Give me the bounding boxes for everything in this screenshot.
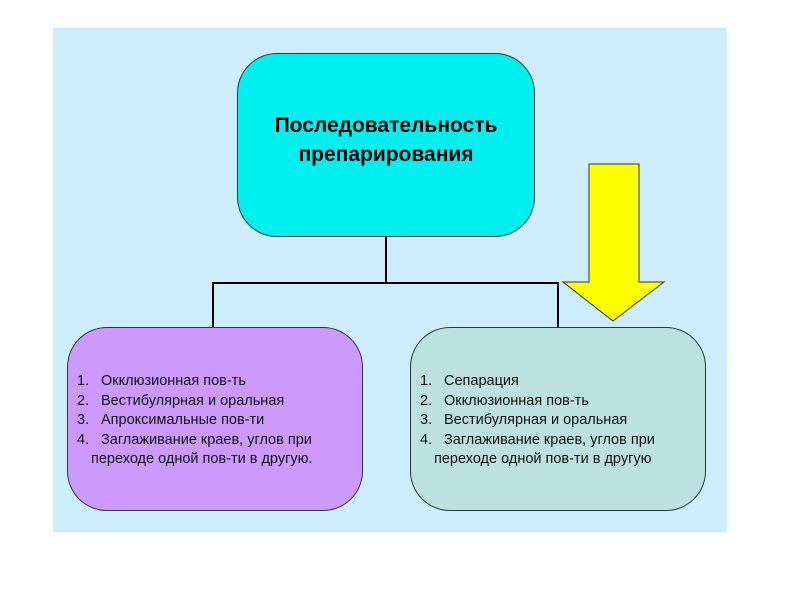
item-number: 2. — [420, 392, 433, 409]
item-number: 2. — [77, 392, 90, 409]
list-item: 3. Вестибулярная и оральная — [420, 411, 655, 431]
list-item: 2. Вестибулярная и оральная — [77, 392, 313, 412]
list-item: 1. Сепарация — [420, 372, 655, 392]
item-number: 1. — [77, 373, 90, 389]
right-branch-box: 1. Сепарация 2. Окклюзионная пов-ть 3. Вест… — [410, 327, 706, 511]
list-item-continuation: переходе одной пов-ти в другую. — [91, 451, 313, 467]
title-box: Последовательность препарирования — [237, 53, 535, 237]
item-text: Вестибулярная и оральная — [101, 392, 285, 409]
down-arrow-icon — [561, 163, 666, 322]
item-number: 4. — [420, 431, 433, 448]
item-text: Сепарация — [444, 373, 519, 389]
item-text: Апроксимальные пов-ти — [101, 412, 265, 428]
tree-connector — [212, 236, 559, 327]
left-steps-list: 1. Окклюзионная пов-ть 2. Вестибулярная и … — [77, 372, 313, 470]
right-steps-list: 1. Сепарация 2. Окклюзионная пов-ть 3. Вест… — [420, 372, 655, 470]
list-item: 4. Заглаживание краев, углов при — [420, 431, 655, 451]
list-item: 4. Заглаживание краев, углов при — [77, 431, 313, 451]
left-branch-box: 1. Окклюзионная пов-ть 2. Вестибулярная и … — [67, 327, 363, 511]
diagram-title: Последовательность препарирования — [275, 111, 498, 169]
item-number: 3. — [420, 412, 433, 428]
item-text: Окклюзионная пов-ть — [101, 373, 246, 389]
item-text: Окклюзионная пов-ть — [444, 392, 589, 409]
item-number: 4. — [77, 431, 90, 448]
title-line-2: препарирования — [298, 143, 474, 166]
list-item: 2. Окклюзионная пов-ть — [420, 392, 655, 412]
item-number: 1. — [420, 373, 433, 389]
item-text: Заглаживание краев, углов при — [101, 431, 312, 448]
list-item: 1. Окклюзионная пов-ть — [77, 372, 313, 392]
item-text: Вестибулярная и оральная — [444, 412, 628, 428]
list-item-continuation: переходе одной пов-ти в другую — [434, 451, 652, 467]
item-text: Заглаживание краев, углов при — [444, 431, 655, 448]
item-number: 3. — [77, 412, 90, 428]
title-line-1: Последовательность — [274, 114, 498, 137]
list-item: 3. Апроксимальные пов-ти — [77, 411, 313, 431]
